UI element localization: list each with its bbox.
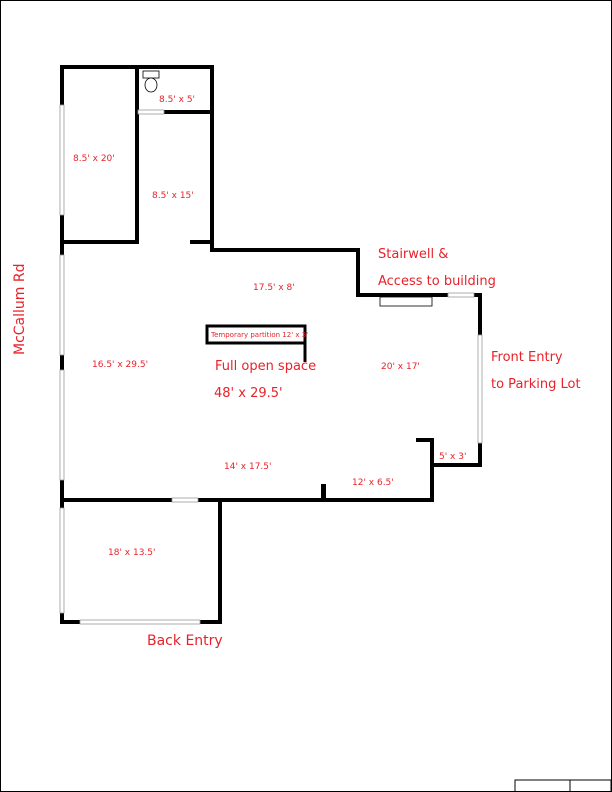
partition-label: Temporary partition 12' x 3' [210,331,308,339]
vestibule-dimension: 5' x 3' [439,452,466,462]
center-area-dimension: 20' x 17' [381,362,420,372]
front-entry-label: Front Entry [491,350,563,365]
restroom-dimension: 8.5' x 5' [159,95,195,105]
left-area-dimension: 16.5' x 29.5' [92,360,148,370]
back-entry-label: Back Entry [147,633,223,649]
stairwell-access-label: Access to building [378,274,496,289]
open-space-label: Full open space [215,359,316,374]
left-room-dimension: 8.5' x 20' [73,154,115,164]
stairwell-label: Stairwell & [378,247,448,262]
upper-area-dimension: 17.5' x 8' [253,283,295,293]
temporary-partition: Temporary partition 12' x 3' [205,324,308,362]
stair-landing [379,296,433,307]
lower-right-dimension: 12' x 6.5' [352,478,394,488]
title-block [514,779,612,792]
back-room-dimension: 18' x 13.5' [108,548,156,558]
road-label: McCallum Rd [12,264,28,356]
windows [59,104,483,625]
lower-area-dimension: 14' x 17.5' [224,462,272,472]
open-space-dimension: 48' x 29.5' [214,386,283,401]
parking-lot-label: to Parking Lot [491,377,581,392]
toilet-icon [142,70,160,93]
hall-room-dimension: 8.5' x 15' [152,191,194,201]
